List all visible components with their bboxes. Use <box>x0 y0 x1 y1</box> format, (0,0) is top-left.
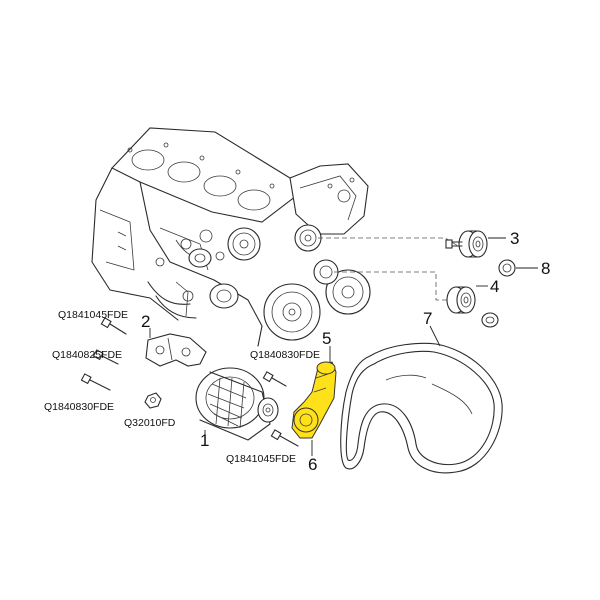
callout-7: 7 <box>423 309 432 328</box>
washer <box>498 259 516 277</box>
engine-pulleys <box>209 224 371 341</box>
callout-2: 2 <box>141 312 150 331</box>
callout-6: 6 <box>308 455 317 474</box>
part-code-labels: Q1841045FDE Q1840825FDE Q1840830FDE Q320… <box>44 309 320 465</box>
belt-tensioner <box>291 361 337 439</box>
callout-8: 8 <box>541 259 550 278</box>
idler-pulley-upper <box>445 230 488 258</box>
part-code-bolt-middle-left: Q1840825FDE <box>52 349 122 361</box>
engine-block <box>91 127 369 347</box>
serpentine-belt <box>340 342 503 474</box>
callout-3: 3 <box>510 229 519 248</box>
callout-labels: 1 2 3 4 5 6 7 8 <box>141 229 550 474</box>
alternator-bracket <box>145 333 207 367</box>
callout-5: 5 <box>322 329 331 348</box>
part-code-bolt-upper-right: Q1840830FDE <box>250 349 320 361</box>
part-code-bolt-upper-left: Q1841045FDE <box>58 309 128 321</box>
leader-lines <box>318 237 459 301</box>
part-code-nut: Q32010FD <box>124 417 176 429</box>
alternator <box>195 367 279 441</box>
callout-1: 1 <box>200 431 209 450</box>
bolts <box>80 317 299 447</box>
callout-4: 4 <box>490 277 499 296</box>
part-code-bolt-lower-right: Q1841045FDE <box>226 453 296 465</box>
idler-pulley-lower <box>446 286 499 328</box>
callout-pointers <box>149 237 538 456</box>
part-code-bolt-lower-left: Q1840830FDE <box>44 401 114 413</box>
